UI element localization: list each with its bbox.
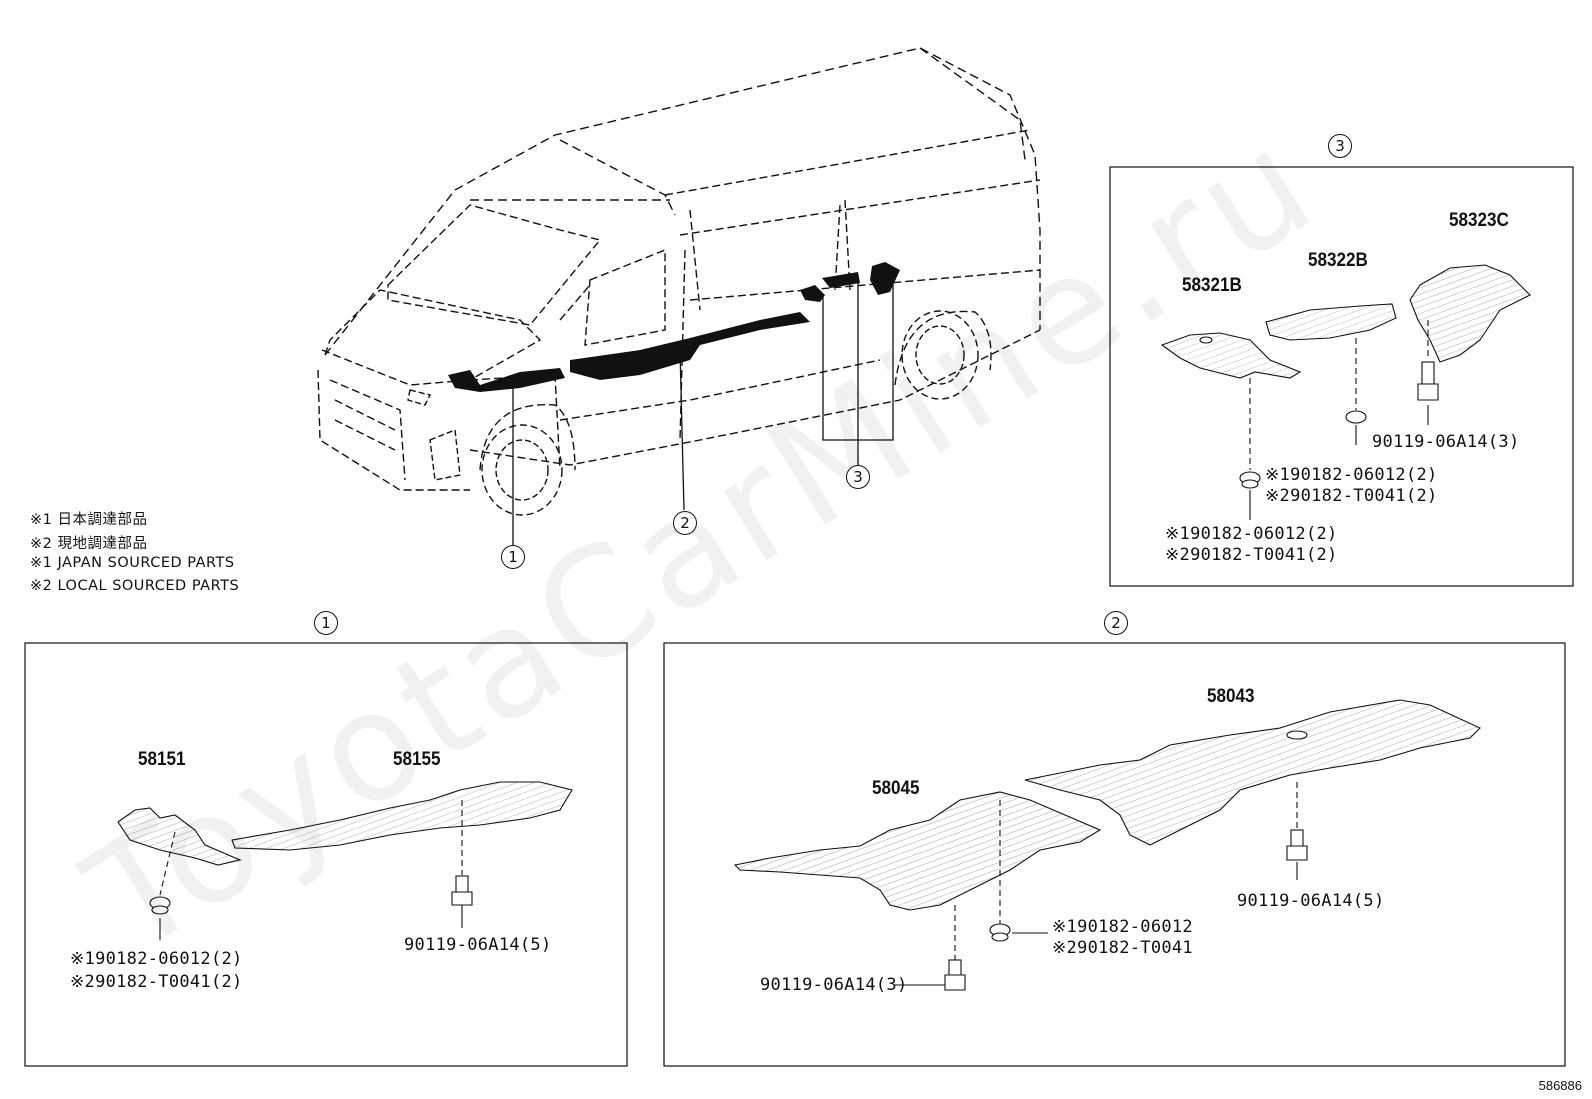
note-japan-jp: ※1 日本調達部品	[30, 512, 148, 528]
callout-2[interactable]: 2	[673, 511, 697, 535]
clip-label-1[interactable]: ※190182-06012(2)	[1265, 465, 1438, 485]
clip-label-1[interactable]: ※190182-06012(2)	[70, 949, 243, 969]
note-local-jp: ※2 現地調達部品	[30, 536, 148, 552]
part-58151[interactable]: 58151	[138, 749, 186, 770]
box2-parts	[733, 699, 1481, 991]
box1-title: 1	[314, 611, 338, 635]
clip-label-2[interactable]: ※290182-T0041	[1052, 938, 1193, 958]
note-japan-en: ※1 JAPAN SOURCED PARTS	[30, 555, 235, 571]
box2-frame	[663, 642, 1566, 1067]
box3-frame	[1109, 166, 1574, 587]
part-58323C[interactable]: 58323C	[1449, 210, 1509, 231]
part-58321B[interactable]: 58321B	[1182, 275, 1242, 296]
clip-label-2[interactable]: ※290182-T0041(2)	[1265, 486, 1438, 506]
bolt-label-right[interactable]: 90119-06A14(5)	[1237, 891, 1385, 911]
box1-frame	[24, 642, 628, 1067]
part-58155[interactable]: 58155	[393, 749, 441, 770]
clip-label-1[interactable]: ※190182-06012	[1052, 917, 1193, 937]
note-local-en: ※2 LOCAL SOURCED PARTS	[30, 578, 240, 594]
box1-parts	[117, 781, 573, 940]
box2-title: 2	[1104, 611, 1128, 635]
clip-label-2[interactable]: ※290182-T0041(2)	[70, 972, 243, 992]
clip-label-1[interactable]: ※190182-06012(2)	[1165, 524, 1338, 544]
part-58322B[interactable]: 58322B	[1308, 250, 1368, 271]
bolt-label[interactable]: 90119-06A14(3)	[1372, 432, 1520, 452]
clip-label-2[interactable]: ※290182-T0041(2)	[1165, 545, 1338, 565]
callout-3[interactable]: 3	[846, 465, 870, 489]
insulator-locations	[448, 262, 900, 392]
van-illustration	[317, 47, 1041, 516]
part-58045[interactable]: 58045	[872, 778, 920, 799]
bolt-label-left[interactable]: 90119-06A14(3)	[760, 975, 908, 995]
callout-1[interactable]: 1	[501, 545, 525, 569]
box3-parts	[1160, 264, 1531, 520]
callout-leaders	[512, 280, 894, 545]
box3-title: 3	[1328, 134, 1352, 158]
bolt-label[interactable]: 90119-06A14(5)	[404, 935, 552, 955]
diagram-reference-number: 586886	[1538, 1078, 1582, 1093]
part-58043[interactable]: 58043	[1207, 686, 1255, 707]
